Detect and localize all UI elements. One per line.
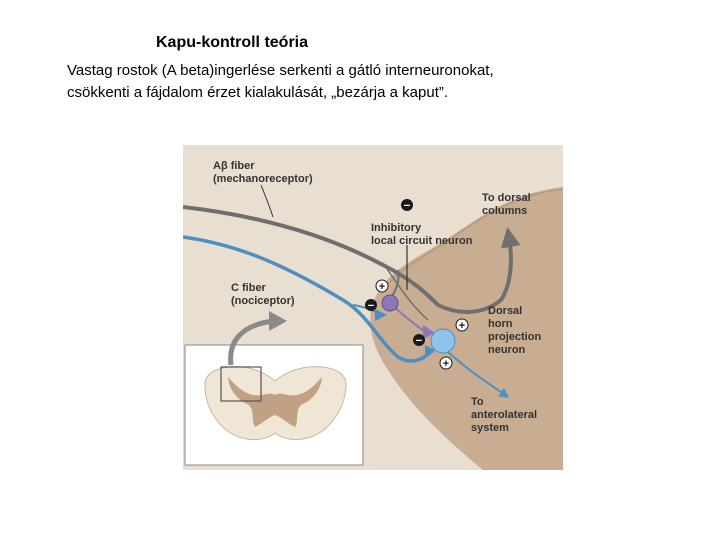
description-line-1: Vastag rostok (A beta)ingerlése serkenti… xyxy=(67,62,494,79)
spinal-cord-inset xyxy=(184,311,364,466)
c-fiber-label: C fiber (nociceptor) xyxy=(231,282,295,307)
projection-neuron-label: Dorsal horn projection neuron xyxy=(488,305,544,356)
spinal-cord-gray-matter xyxy=(228,377,322,427)
svg-text:−: − xyxy=(416,335,422,347)
inset-zoom-arrow-head xyxy=(269,311,287,331)
inhibitory-neuron-label: Inhibitory local circuit neuron xyxy=(371,222,473,247)
c-fiber-inhibition-sign: − xyxy=(365,299,377,312)
gate-control-diagram: − + − − + + Aβ fiber (mechanoreceptor) T… xyxy=(183,145,563,470)
inhibitory-top-sign: − xyxy=(401,199,413,212)
anterolateral-label: To anterolateral system xyxy=(471,396,540,434)
description-line-2: csökkenti a fájdalom érzet kialakulását,… xyxy=(67,84,449,101)
c-fiber-axon xyxy=(183,235,435,363)
inset-zoom-arrow xyxy=(228,318,274,366)
inhibitory-neuron-body xyxy=(381,294,399,312)
svg-text:+: + xyxy=(459,320,465,332)
svg-text:−: − xyxy=(404,200,410,212)
svg-text:+: + xyxy=(443,358,449,370)
projection-input-terminal xyxy=(425,345,435,355)
projection-inhibition-sign: − xyxy=(413,334,425,347)
ab-fiber-label-pointer xyxy=(260,184,274,218)
svg-text:−: − xyxy=(368,300,374,312)
dorsal-horn-boundary xyxy=(385,188,563,288)
ab-fiber-label: Aβ fiber (mechanoreceptor) xyxy=(213,160,313,185)
ab-fiber-axon xyxy=(183,205,521,314)
inhibitory-input-terminal xyxy=(375,309,387,321)
slide-description: Vastag rostok (A beta)ingerlése serkenti… xyxy=(67,60,687,104)
ab-input-sign: + xyxy=(375,279,389,293)
slide-title: Kapu-kontroll teória xyxy=(156,34,309,51)
projection-neuron-body xyxy=(430,328,456,354)
inhibitory-neuron-terminal xyxy=(423,325,435,339)
projection-neuron-axon xyxy=(447,351,510,398)
svg-text:+: + xyxy=(379,281,385,293)
ab-fiber-branch-projection xyxy=(382,262,429,321)
dorsal-columns-label: To dorsal columns xyxy=(482,192,534,217)
projection-upper-sign: + xyxy=(455,318,469,332)
projection-lower-sign: + xyxy=(439,356,453,370)
inset-zoom-box xyxy=(220,366,262,402)
